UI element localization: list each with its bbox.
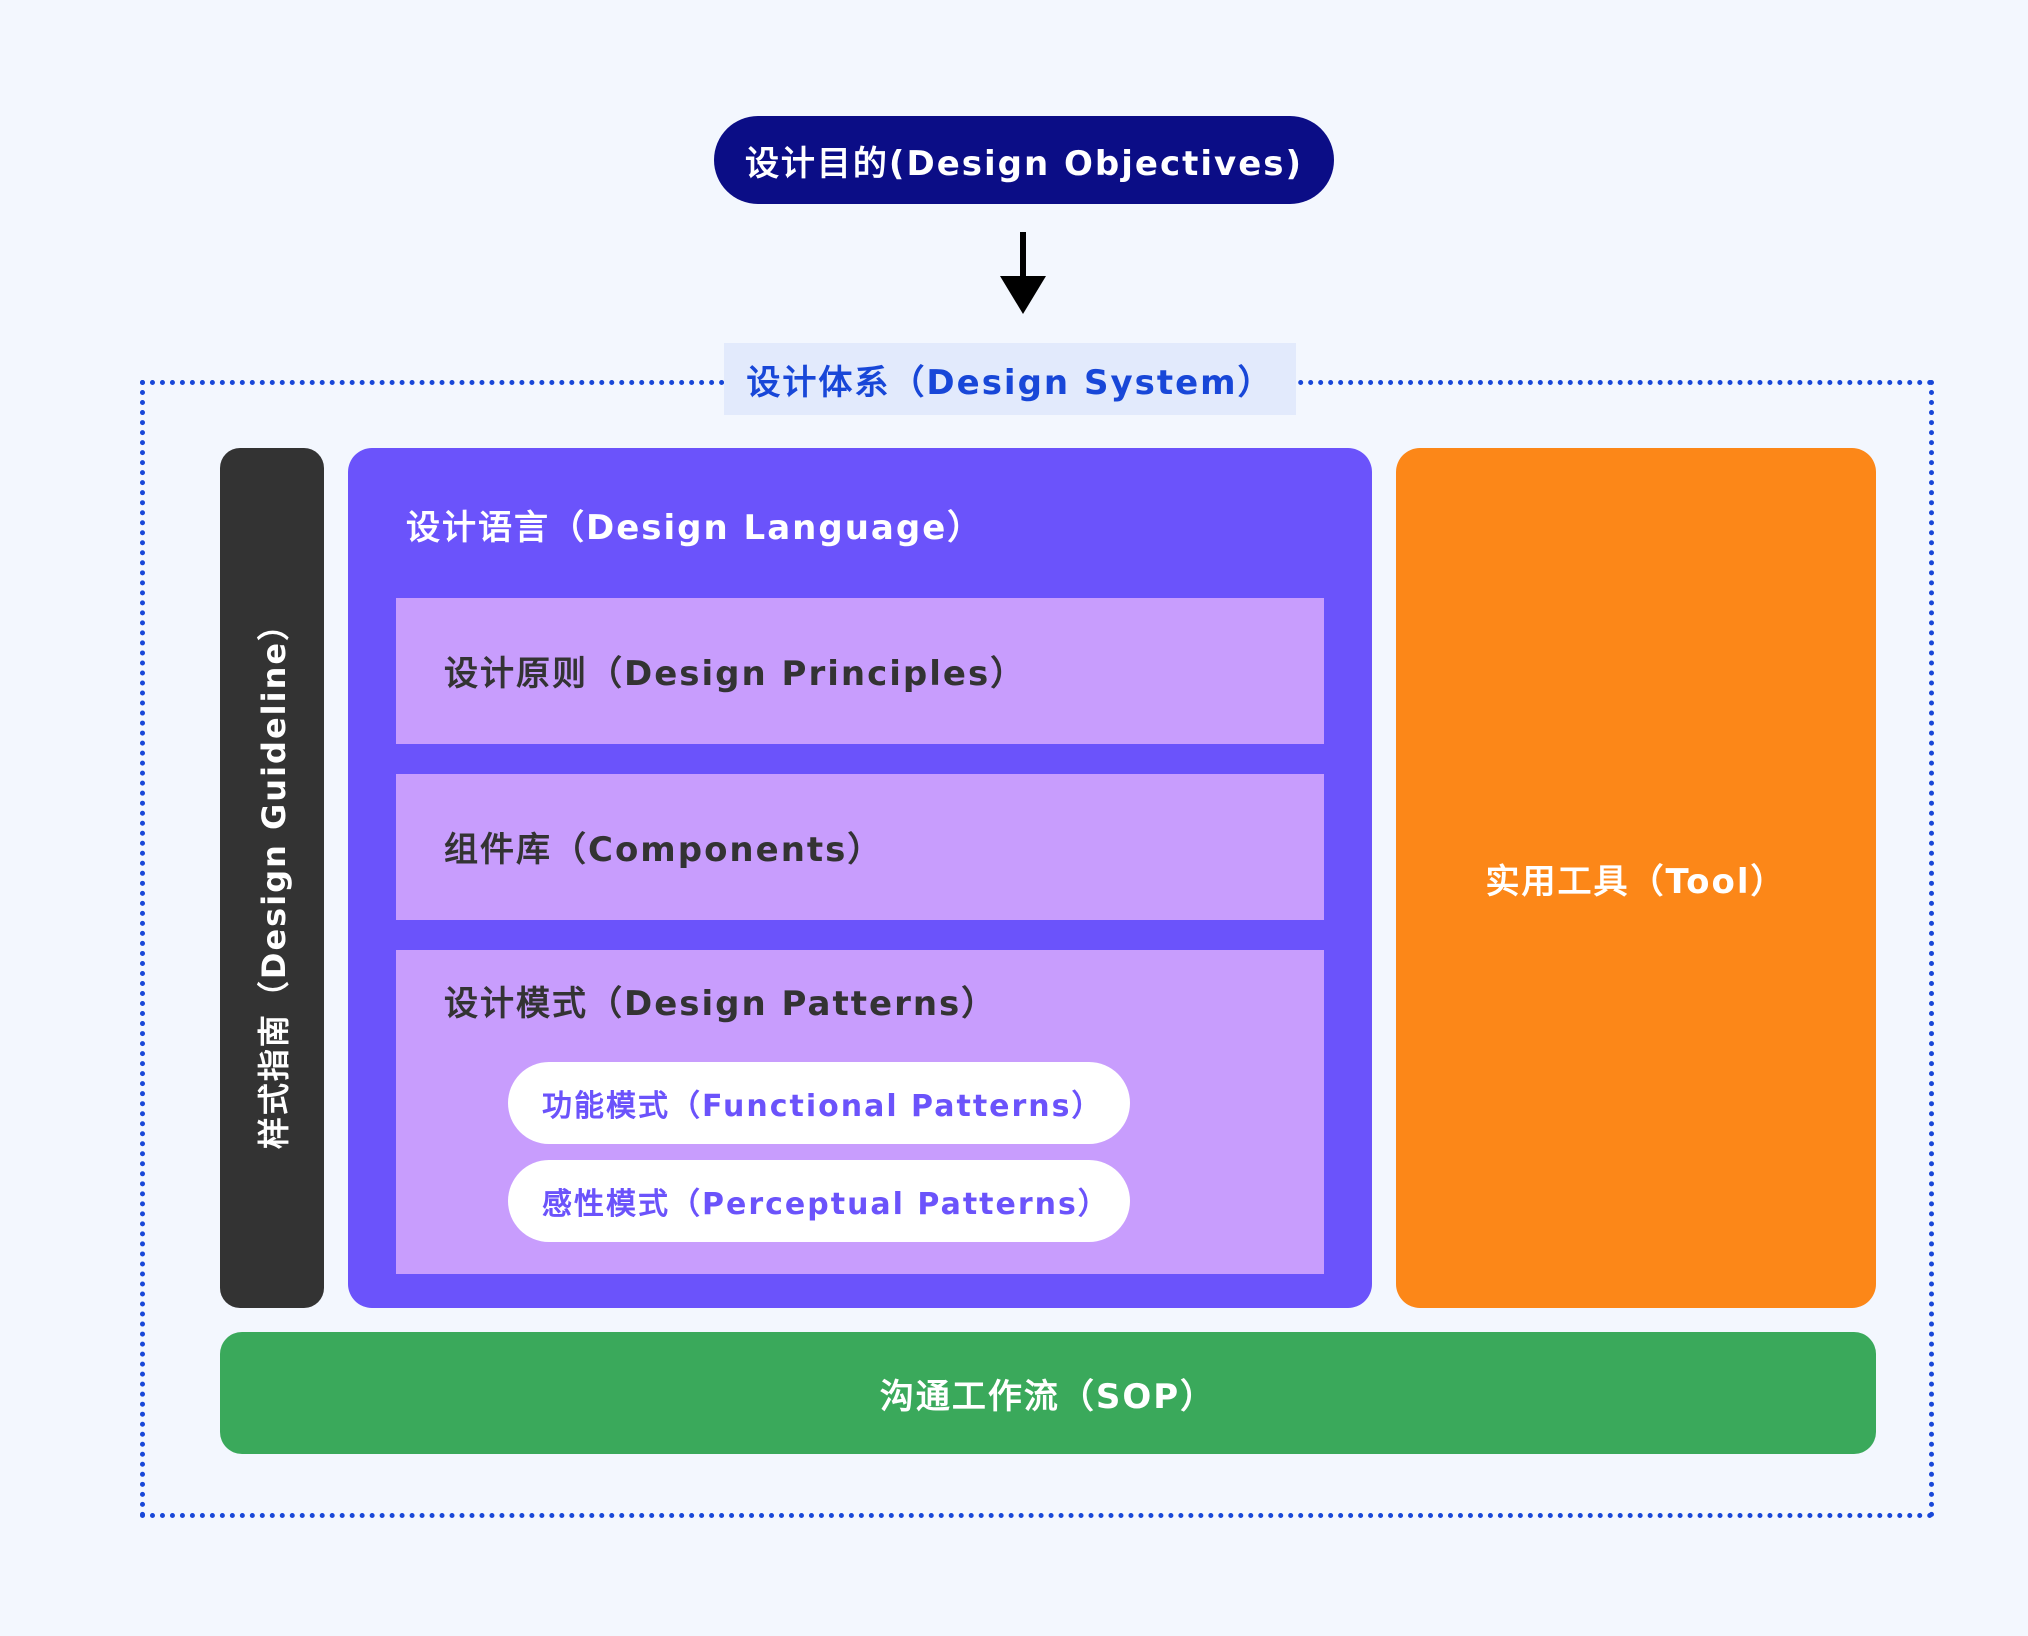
design-patterns-label: 设计模式（Design Patterns） bbox=[444, 983, 998, 1024]
design-objectives-node: 设计目的(Design Objectives) bbox=[714, 116, 1334, 204]
arrow-down-shaft bbox=[1020, 232, 1026, 280]
arrow-down-icon bbox=[1000, 276, 1046, 314]
design-system-title: 设计体系（Design System） bbox=[724, 343, 1296, 415]
components-label: 组件库（Components） bbox=[444, 829, 884, 870]
design-guideline-node: 样式指南（Design Guideline） bbox=[220, 448, 324, 1308]
perceptual-patterns-node: 感性模式（Perceptual Patterns） bbox=[508, 1160, 1130, 1242]
sop-node: 沟通工作流（SOP） bbox=[220, 1332, 1876, 1454]
tool-label: 实用工具（Tool） bbox=[1485, 861, 1787, 902]
design-objectives-label: 设计目的(Design Objectives) bbox=[744, 143, 1304, 184]
functional-patterns-label: 功能模式（Functional Patterns） bbox=[542, 1089, 1104, 1124]
tool-node: 实用工具（Tool） bbox=[1396, 448, 1876, 1308]
design-language-title: 设计语言（Design Language） bbox=[406, 507, 984, 548]
design-principles-label: 设计原则（Design Principles） bbox=[444, 653, 1027, 694]
components-node bbox=[396, 774, 1324, 920]
sop-label: 沟通工作流（SOP） bbox=[879, 1376, 1217, 1417]
design-principles-node bbox=[396, 598, 1324, 744]
design-guideline-label: 样式指南（Design Guideline） bbox=[255, 606, 294, 1150]
design-system-title-label: 设计体系（Design System） bbox=[746, 362, 1274, 403]
functional-patterns-node: 功能模式（Functional Patterns） bbox=[508, 1062, 1130, 1144]
perceptual-patterns-label: 感性模式（Perceptual Patterns） bbox=[542, 1187, 1110, 1222]
